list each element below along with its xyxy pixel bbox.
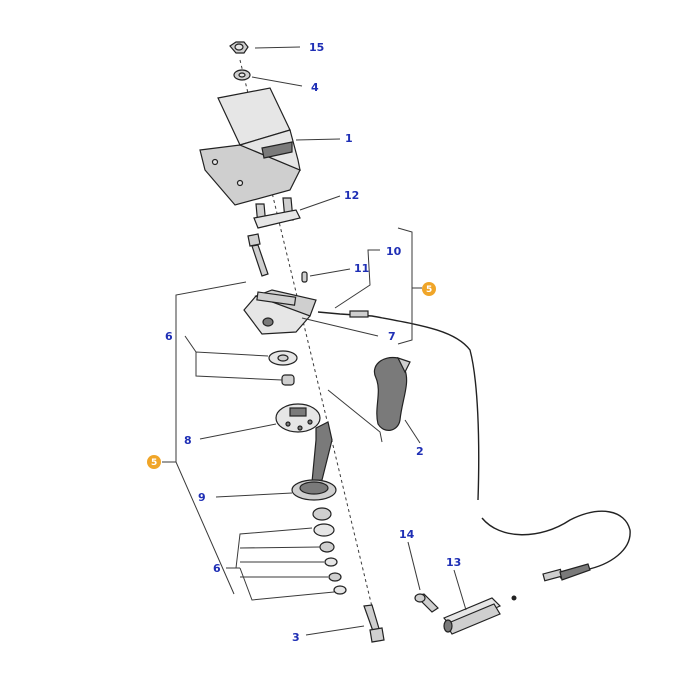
leader-2-guide [327,389,383,443]
callout-6-bottom: 6 [213,562,221,575]
leader-6a [195,351,283,381]
part-6-upper-bushing [281,374,295,386]
callout-1: 1 [345,132,353,145]
callout-5-left: 5 [151,458,157,468]
leader-6b-5 [239,567,335,601]
callout-14: 14 [399,528,415,541]
callout-2: 2 [416,445,424,458]
callout-3: 3 [292,631,300,644]
leader-15 [254,46,301,49]
leader-9 [215,492,293,498]
leader-11 [309,268,351,277]
leader-4 [251,76,303,87]
bracket-left-lower [175,330,235,595]
leader-3 [305,625,365,636]
callout-9: 9 [198,491,206,504]
part-4-washer [233,69,251,81]
leader-6b-2 [239,546,321,549]
part-bolt-upper [247,233,269,277]
part-7-lever-housing [243,289,317,335]
callout-12: 12 [344,189,359,202]
callout-10: 10 [386,245,402,258]
leader-6b-1 [235,527,313,569]
leader-12 [299,195,341,211]
callout-6-top: 6 [165,330,173,343]
badge-5-top [422,282,436,296]
bracket-10-5 [397,227,413,345]
part-cable [317,310,631,582]
badge-5-left [147,455,161,469]
leader-10 [334,249,380,309]
callout-5-top: 5 [426,285,432,295]
leader-13 [453,569,467,611]
callout-8: 8 [184,434,192,447]
callout-15: 15 [309,41,324,54]
leader-1 [295,138,341,141]
part-2-knob [373,356,411,431]
part-small-ball [511,595,517,601]
part-6-lower-stack [312,507,347,595]
leader-2 [404,419,421,444]
leader-7 [301,317,379,337]
leader-14 [407,541,421,591]
part-8-ratchet-plate [275,403,321,433]
part-11-pin [301,271,308,283]
callout-4: 4 [311,81,319,94]
part-3-bolt [363,604,385,643]
part-9-lever-base [291,421,337,501]
leader-8 [199,423,277,440]
callout-7: 7 [388,330,396,343]
part-12-studs [253,197,301,229]
callout-11: 11 [354,262,369,275]
bracket-left-upper [175,281,247,330]
part-6-upper-washer [268,350,298,366]
part-14-screw [414,593,439,613]
leader-6a-stem [184,335,197,353]
part-15-nut [229,41,249,54]
part-1-bracket [199,87,301,206]
part-13-sleeve [443,597,502,635]
callout-13: 13 [446,556,461,569]
